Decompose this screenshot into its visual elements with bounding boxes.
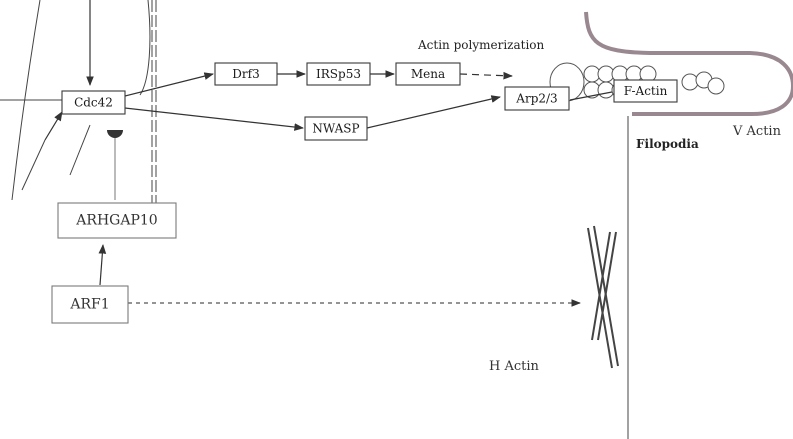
svg-text:Mena: Mena	[411, 67, 445, 81]
node-irsp53[interactable]: IRSp53	[306, 62, 371, 86]
label-filopodia: Filopodia	[636, 137, 699, 151]
h-actin-bundle	[587, 225, 619, 369]
edge-mena-polymerization	[459, 71, 513, 80]
inhibit-cap-icon	[107, 130, 123, 138]
node-mena[interactable]: Mena	[395, 62, 461, 86]
svg-text:Cdc42: Cdc42	[74, 96, 113, 110]
svg-text:Arp2/3: Arp2/3	[515, 92, 557, 106]
label-actin-polymerization: Actin polymerization	[417, 38, 545, 52]
edges	[44, 0, 613, 307]
node-drf3[interactable]: Drf3	[214, 62, 278, 86]
edge-left-cdc42	[44, 111, 63, 141]
label-h-actin: H Actin	[489, 359, 540, 374]
edge-cdc42-nwasp	[124, 107, 304, 131]
left-cell-boundary	[0, 0, 157, 205]
node-cdc42[interactable]: Cdc42	[61, 90, 126, 115]
node-arf1[interactable]: ARF1	[51, 285, 129, 324]
svg-text:Drf3: Drf3	[232, 67, 259, 81]
node-factin[interactable]: F-Actin	[613, 79, 678, 103]
node-nwasp[interactable]: NWASP	[304, 116, 368, 141]
node-arp23[interactable]: Arp2/3	[504, 86, 570, 111]
svg-text:ARHGAP10: ARHGAP10	[75, 213, 157, 229]
svg-text:IRSp53: IRSp53	[316, 67, 361, 81]
svg-text:ARF1: ARF1	[69, 297, 109, 313]
filopodia-membrane	[584, 11, 793, 439]
edge-nwasp-arp23	[366, 95, 501, 129]
svg-text:NWASP: NWASP	[312, 122, 359, 136]
edge-arf1-arhgap10	[98, 244, 107, 286]
node-arhgap10[interactable]: ARHGAP10	[57, 202, 177, 239]
edge-arp23-factin	[569, 91, 613, 101]
edge-cdc42-drf3	[124, 72, 214, 97]
svg-text:F-Actin: F-Actin	[624, 84, 668, 98]
label-v-actin: V Actin	[732, 124, 782, 139]
